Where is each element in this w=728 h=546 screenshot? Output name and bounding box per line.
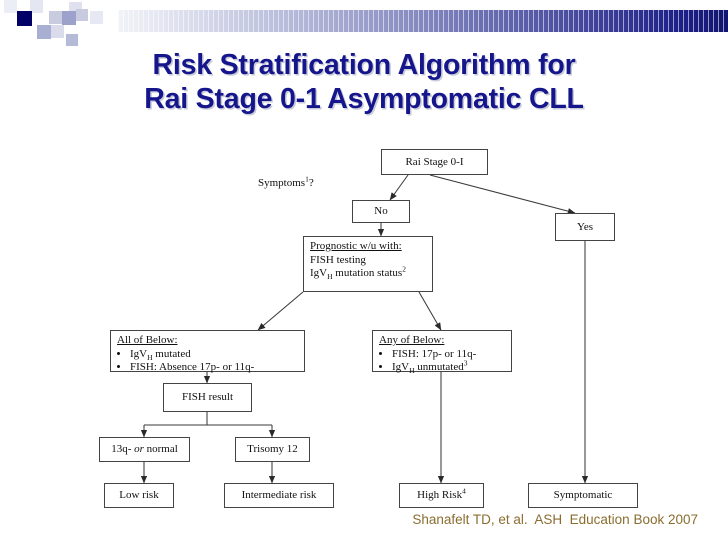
node-trisomy-label: Trisomy 12 xyxy=(247,443,298,455)
deco-square-light-1 xyxy=(56,0,69,13)
deco-square-mid-2 xyxy=(62,11,76,25)
symptoms-qmark: ? xyxy=(308,177,314,189)
header-decoration xyxy=(0,0,728,46)
flowchart-connectors xyxy=(140,174,589,484)
node-rai-stage[interactable]: Rai Stage 0-I xyxy=(381,149,488,175)
node-rai-stage-label: Rai Stage 0-I xyxy=(405,155,464,168)
node-prognostic-workup[interactable]: Prognostic w/u with: FISH testing IgVH m… xyxy=(303,236,433,292)
prognostic-line-igvh: IgVH mutation status2 xyxy=(310,264,406,282)
symptoms-text: Symptoms xyxy=(258,177,306,189)
node-no[interactable]: No xyxy=(352,200,410,223)
node-symptomatic[interactable]: Symptomatic xyxy=(528,483,638,508)
any-of-below-list: FISH: 17p- or 11q- IgVH unmutated3 xyxy=(379,348,506,374)
deco-square-mid-4 xyxy=(37,25,51,39)
citation-text: Shanafelt TD, et al. ASH Education Book … xyxy=(412,512,698,527)
node-trisomy-12[interactable]: Trisomy 12 xyxy=(235,437,310,462)
any-of-below-header: Any of Below: xyxy=(379,334,445,346)
deco-square-mid-3 xyxy=(76,9,88,21)
all-of-below-header: All of Below: xyxy=(117,334,178,346)
edge-prognostic-to-all xyxy=(257,291,304,331)
node-low-risk-label: Low risk xyxy=(119,489,159,501)
deco-square-mid-6 xyxy=(66,34,78,46)
node-low-risk[interactable]: Low risk xyxy=(104,483,174,508)
header-gradient-bar xyxy=(118,10,728,32)
node-all-of-below[interactable]: All of Below: IgVH mutated FISH: Absence… xyxy=(110,330,305,374)
deco-square-pale-2 xyxy=(30,0,43,13)
any-of-below-item-2: IgVH unmutated3 xyxy=(392,359,506,374)
all-of-below-item-2: FISH: Absence 17p- or 11q- xyxy=(130,361,299,374)
node-fish-result-label: FISH result xyxy=(181,391,234,403)
deco-square-dark xyxy=(17,11,32,26)
deco-square-mid-5 xyxy=(51,25,64,38)
node-13q-or-normal[interactable]: 13q- or normal xyxy=(99,437,190,462)
deco-square-mid-1 xyxy=(49,11,62,24)
prognostic-line-fish: FISH testing xyxy=(310,254,366,266)
node-high-risk-label: High Risk4 xyxy=(417,486,466,501)
node-yes[interactable]: Yes xyxy=(555,213,615,241)
node-symptomatic-label: Symptomatic xyxy=(553,489,613,501)
node-high-risk[interactable]: High Risk4 xyxy=(399,483,484,508)
node-13q-label: 13q- or normal xyxy=(111,443,178,455)
deco-square-pale-1 xyxy=(4,0,17,13)
symptoms-footnote: 1 xyxy=(305,174,309,184)
edge-rai-to-no xyxy=(389,174,409,201)
prognostic-header: Prognostic w/u with: xyxy=(310,240,402,252)
node-any-of-below[interactable]: Any of Below: FISH: 17p- or 11q- IgVH un… xyxy=(372,330,512,374)
deco-square-mid-7 xyxy=(90,11,103,24)
node-fish-result[interactable]: FISH result xyxy=(163,383,252,412)
page-title: Risk Stratification Algorithm for Rai St… xyxy=(144,49,584,115)
any-of-below-item-1: FISH: 17p- or 11q- xyxy=(392,348,506,361)
node-intermediate-risk[interactable]: Intermediate risk xyxy=(224,483,334,508)
node-no-label: No xyxy=(374,205,388,217)
edge-rai-to-yes xyxy=(429,174,576,215)
edge-prognostic-to-any xyxy=(418,291,442,331)
node-intermediate-risk-label: Intermediate risk xyxy=(241,489,317,501)
all-of-below-item-1: IgVH mutated xyxy=(130,348,299,361)
symptoms-question-label: Symptoms1? xyxy=(258,174,314,189)
all-of-below-list: IgVH mutated FISH: Absence 17p- or 11q- xyxy=(117,348,299,374)
node-yes-label: Yes xyxy=(576,220,593,233)
flowchart: Rai Stage 0-I Symptoms1? No Yes Prognost… xyxy=(0,140,728,508)
